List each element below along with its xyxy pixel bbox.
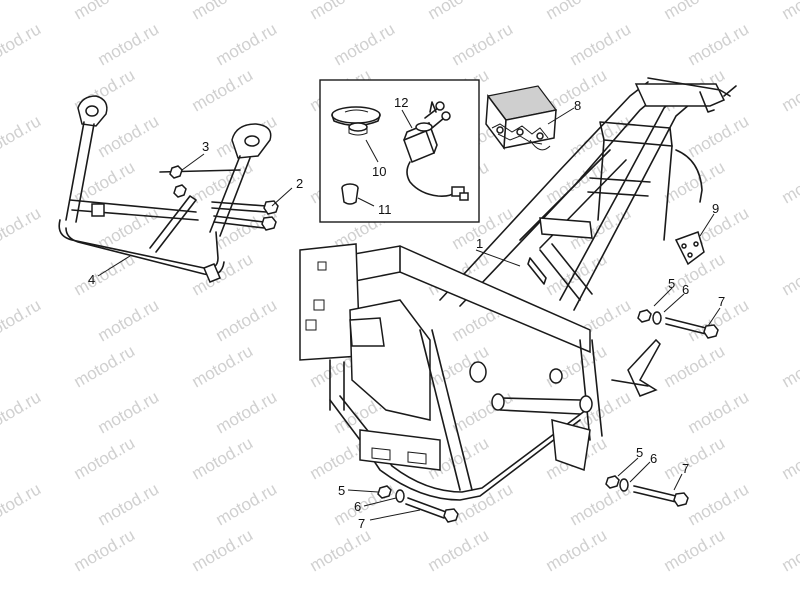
callout-ignition-lock: 12 — [394, 95, 408, 110]
watermark-text: motod.ru — [779, 65, 800, 115]
watermark-text: motod.ru — [189, 341, 257, 391]
fuel-cap-part — [331, 106, 381, 136]
carrier-fasteners — [169, 165, 279, 231]
watermark-text: motod.ru — [189, 249, 257, 299]
callout-ecu: 8 — [574, 98, 581, 113]
watermark-text: motod.ru — [661, 0, 729, 23]
watermark-text: motod.ru — [213, 295, 281, 345]
watermark-text: motod.ru — [71, 341, 139, 391]
watermark-text: motod.ru — [779, 341, 800, 391]
keys-part — [424, 101, 451, 129]
watermark-text: motod.ru — [661, 433, 729, 483]
watermark-text: motod.ru — [0, 479, 44, 529]
watermark-text: motod.ru — [71, 0, 139, 23]
callout-bolt-right-lower: 7 — [682, 461, 689, 476]
watermark-text: motod.ru — [189, 433, 257, 483]
watermark-text: motod.ru — [307, 0, 375, 23]
watermark-text: motod.ru — [189, 65, 257, 115]
callout-washer-right-upper: 6 — [682, 282, 689, 297]
watermark-text: motod.ru — [189, 525, 257, 575]
callout-nut-front-lower: 5 — [338, 483, 345, 498]
watermark-text: motod.ru — [779, 525, 800, 575]
callout-rear-carrier: 4 — [88, 272, 95, 287]
key-insert-part — [341, 183, 359, 205]
watermark-text: motod.ru — [307, 525, 375, 575]
watermark-text: motod.ru — [0, 203, 44, 253]
watermark-text: motod.ru — [95, 387, 163, 437]
callout-washer-front-lower: 6 — [354, 499, 361, 514]
watermark-text: motod.ru — [425, 0, 493, 23]
bracket-plate-part — [674, 231, 705, 266]
callout-bolt-rear-carrier: 2 — [296, 176, 303, 191]
callout-fuel-cap: 10 — [372, 164, 386, 179]
callout-bracket-plate: 9 — [712, 201, 719, 216]
watermark-text: motod.ru — [543, 341, 611, 391]
watermark-text: motod.ru — [0, 111, 44, 161]
callout-key-insert: 11 — [378, 202, 392, 217]
ecu-part — [485, 85, 558, 151]
callout-washer-right-lower: 6 — [650, 451, 657, 466]
watermark-text: motod.ru — [95, 295, 163, 345]
ignition-lock-part — [403, 122, 469, 201]
watermark-text: motod.ru — [0, 19, 44, 69]
watermark-text: motod.ru — [449, 19, 517, 69]
callout-bolt-front-lower: 7 — [358, 516, 365, 531]
watermark-text: motod.ru — [779, 0, 800, 23]
watermark-text: motod.ru — [685, 479, 753, 529]
watermark-text: motod.ru — [685, 387, 753, 437]
watermark-text: motod.ru — [189, 0, 257, 23]
watermark-text: motod.ru — [0, 387, 44, 437]
watermark-text: motod.ru — [95, 111, 163, 161]
watermark-text: motod.ru — [543, 0, 611, 23]
watermark-text: motod.ru — [213, 387, 281, 437]
callout-nut-rear-carrier: 3 — [202, 139, 209, 154]
watermark-text: motod.ru — [685, 19, 753, 69]
watermark-text: motod.ru — [213, 19, 281, 69]
watermark-text: motod.ru — [543, 525, 611, 575]
leader-lines — [97, 107, 721, 521]
watermark-text: motod.ru — [95, 19, 163, 69]
callout-labels: 1 2 3 4 8 9 10 11 12 5 6 7 5 6 7 5 6 7 — [88, 95, 725, 531]
watermark-text: motod.ru — [779, 433, 800, 483]
watermark-text: motod.ru — [331, 19, 399, 69]
right-lower-fasteners — [605, 475, 689, 507]
lock-set-inset — [319, 79, 480, 223]
callout-nut-right-lower: 5 — [636, 445, 643, 460]
watermark-text: motod.ru — [779, 157, 800, 207]
front-lower-fasteners — [377, 485, 459, 523]
right-upper-fasteners — [637, 309, 719, 339]
watermark-text: motod.ru — [779, 249, 800, 299]
watermark-text: motod.ru — [685, 111, 753, 161]
watermark-text: motod.ru — [71, 525, 139, 575]
callout-nut-right-upper: 5 — [668, 276, 675, 291]
callout-bolt-right-upper: 7 — [718, 294, 725, 309]
watermark-text: motod.ru — [213, 479, 281, 529]
main-frame-part — [299, 77, 737, 501]
watermark-text: motod.ru — [567, 19, 635, 69]
watermark-text: motod.ru — [449, 387, 517, 437]
callout-frame: 1 — [476, 236, 483, 251]
watermark-text: motod.ru — [71, 433, 139, 483]
watermark-text: motod.ru — [425, 525, 493, 575]
watermark-text: motod.ru — [567, 111, 635, 161]
watermark-text: motod.ru — [0, 295, 44, 345]
watermark-text: motod.ru — [661, 341, 729, 391]
watermark-text: motod.ru — [95, 479, 163, 529]
watermark-text: motod.ru — [661, 525, 729, 575]
